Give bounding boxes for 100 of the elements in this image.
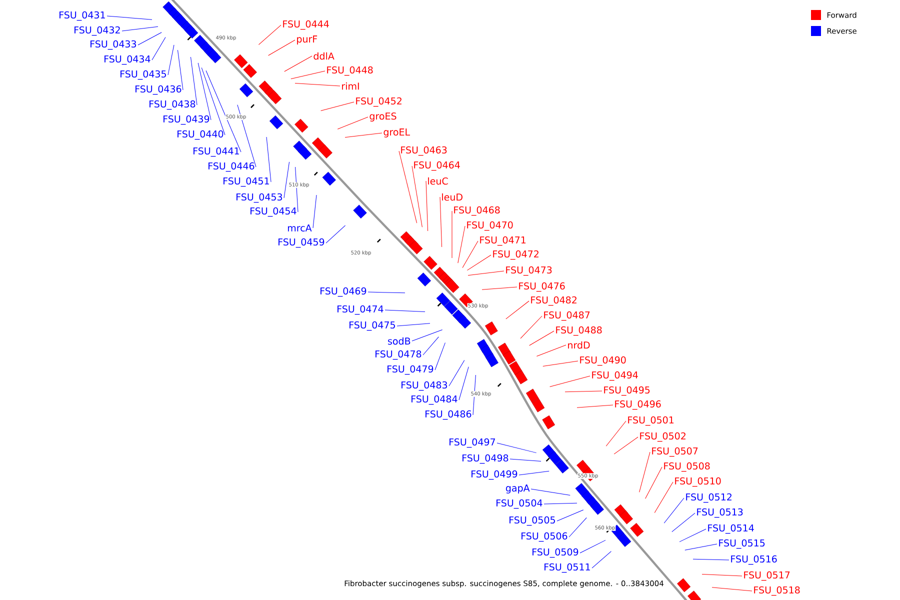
leader-line [106,16,152,20]
leader-line [510,458,542,462]
leader-line [468,270,504,276]
gene-label: FSU_0517 [744,571,790,581]
gene-label: FSU_0508 [664,462,710,472]
gene-label: FSU_0482 [531,296,576,306]
gene-label: FSU_0490 [580,356,626,366]
leader-line [664,498,684,524]
gene-label: rimI [342,82,359,90]
leader-line [702,574,742,576]
leader-line [266,136,272,182]
leader-line [201,67,226,136]
leader-line [530,488,570,496]
gene-label: FSU_0505 [510,516,555,526]
leader-line [458,366,469,400]
leader-line [422,336,439,356]
gene-label: groEL [384,128,410,138]
gene-label: FSU_0470 [467,221,513,231]
gene-label: FSU_0439 [164,115,210,125]
leader-line [550,376,590,387]
gene-label: FSU_0446 [208,162,254,172]
leader-line [434,342,446,370]
gene-label: FSU_0487 [544,311,590,321]
gene-label: FSU_0469 [320,287,366,297]
gene-label: FSU_0507 [652,447,698,457]
leader-line [580,540,606,554]
leader-line [458,226,466,264]
leader-line [337,116,368,130]
gene-label: FSU_0473 [506,266,552,276]
leader-line [294,83,340,86]
gene-label: FSU_0483 [402,381,448,391]
gene-label: FSU_0497 [450,438,495,448]
leader-line [268,40,296,56]
gene-label: FSU_0431 [60,11,105,21]
leader-line [576,404,614,408]
leader-line [692,558,730,560]
leader-line [198,62,212,120]
leader-line [496,442,537,454]
leader-line [320,102,354,111]
leader-line [592,551,612,568]
gene-label: FSU_0463 [401,146,447,156]
leader-line [122,26,158,32]
leader-line [344,132,382,138]
gene-label: FSU_0501 [628,416,674,426]
leader-line [672,512,696,532]
leader-line [284,56,312,72]
gene-label: nrdD [568,341,590,349]
gene-label: FSU_0496 [615,400,661,410]
gene-label: FSU_0451 [224,177,269,187]
gene-label: FSU_0514 [708,524,754,534]
gene-label: gapA [506,484,530,494]
gene-label: FSU_0432 [74,26,120,36]
leader-line [440,196,442,248]
leader-line [412,166,422,228]
leader-line [520,316,542,339]
gene-label: FSU_0502 [640,432,686,442]
gene-label: FSU_0506 [522,532,568,542]
leader-line [237,104,256,168]
leader-line [614,436,638,454]
gene-label: leuC [428,177,448,185]
gene-label: groES [370,112,396,122]
gene-label: leuD [442,193,462,201]
leader-line [312,194,317,228]
gene-label: FSU_0511 [544,563,590,573]
leader-line [556,510,584,522]
leader-line [472,374,476,416]
gene-label: FSU_0433 [90,40,136,50]
leader-line [206,70,242,152]
leader-line [606,420,626,446]
gene-label: sodB [388,337,410,345]
leader-line [639,452,650,492]
gene-label: FSU_0476 [519,282,565,292]
gene-label: FSU_0453 [236,193,282,203]
leader-line [482,286,518,290]
gene-label: mrcA [288,224,312,232]
gene-label: FSU_0441 [194,147,239,157]
leader-line [518,470,550,476]
gene-label: FSU_0495 [604,386,650,396]
gene-label: FSU_0468 [454,206,500,216]
gene-label: FSU_0504 [496,499,542,509]
leader-line [368,292,406,294]
leader-line [138,32,162,46]
leader-line [258,24,282,45]
leader-line [645,466,662,499]
gene-label: FSU_0435 [120,70,166,80]
leader-line [712,587,752,592]
leader-line [384,310,426,312]
gene-label: FSU_0516 [731,555,777,565]
gene-label: FSU_0513 [697,508,743,518]
gene-label: FSU_0478 [376,350,422,360]
gene-label: FSU_0515 [719,539,765,549]
gene-label: FSU_0472 [493,250,538,260]
leader-line [295,166,298,212]
leader-line [542,360,578,367]
gene-label: ddlA [314,52,334,60]
leader-line [326,225,346,244]
leader-line [412,329,443,342]
gene-label: FSU_0444 [283,20,329,30]
gene-label: FSU_0438 [150,100,196,110]
leader-line [152,37,166,60]
